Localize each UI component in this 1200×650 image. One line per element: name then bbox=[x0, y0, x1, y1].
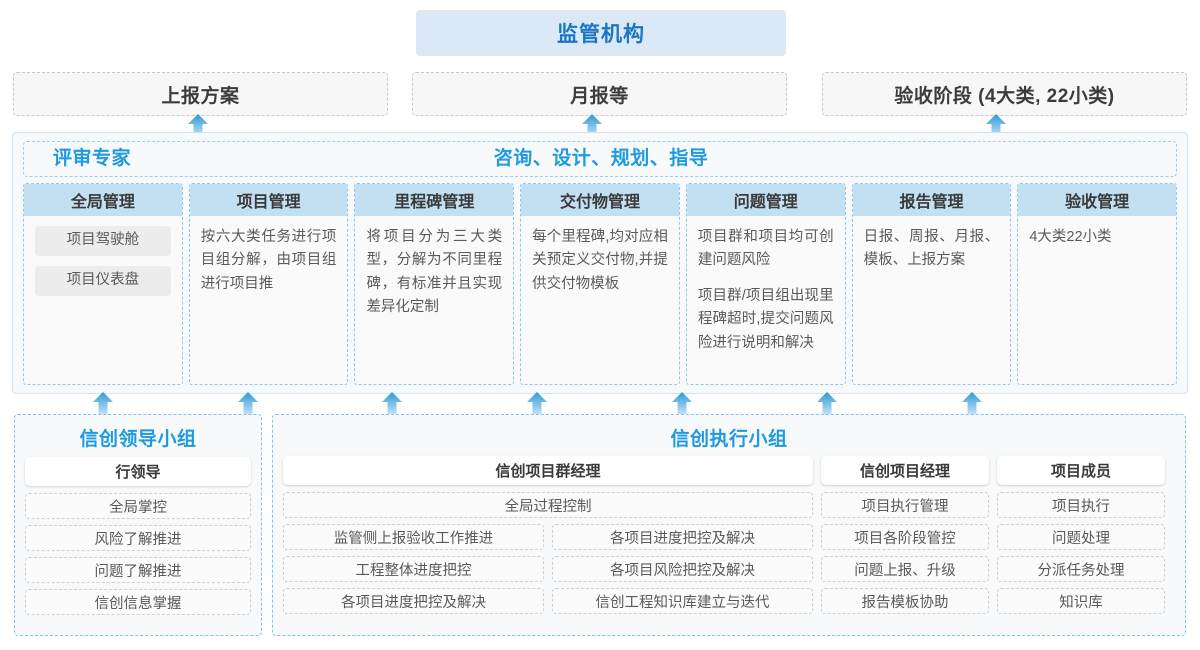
leader-group-title: 信创领导小组 bbox=[79, 429, 197, 450]
module-title-issue: 问题管理 bbox=[686, 184, 845, 216]
role-item-pgm-left-2[interactable]: 各项目进度把控及解决 bbox=[283, 588, 544, 614]
module-title-project: 项目管理 bbox=[189, 184, 348, 216]
role-item-leader-2[interactable]: 问题了解推进 bbox=[25, 557, 251, 583]
arrow-up-icon-plan bbox=[188, 114, 208, 138]
module-card-report[interactable]: 报告管理 日报、周报、月报、模板、上报方案 bbox=[851, 183, 1012, 385]
module-title-acceptance: 验收管理 bbox=[1018, 184, 1177, 216]
arrow-up-icon-team-4 bbox=[527, 392, 547, 416]
exec-group-box: 信创执行小组 信创项目群经理 全局过程控制 监管侧上报验收工作推进 工程整体进度… bbox=[272, 414, 1186, 636]
consultancy-title: 咨询、设计、规划、指导 bbox=[493, 148, 709, 169]
module-text-milestone-0: 将项目分为三大类型，分解为不同里程碑，有标准并且实现差异化定制 bbox=[366, 229, 503, 316]
module-text-report-0: 日报、周报、月报、模板、上报方案 bbox=[863, 229, 1000, 269]
role-item-pgm-right-1[interactable]: 各项目风险把控及解决 bbox=[552, 556, 813, 582]
report-box-plan-label: 上报方案 bbox=[161, 85, 240, 107]
arrow-up-icon-team-3 bbox=[382, 392, 402, 416]
consultancy-header bbox=[23, 141, 1177, 177]
arrow-up-icon-acceptance bbox=[986, 114, 1006, 138]
role-col-bank-leader: 行领导 全局掌控 风险了解推进 问题了解推进 信创信息掌握 bbox=[25, 457, 251, 615]
role-item-pm-1[interactable]: 项目各阶段管控 bbox=[821, 524, 989, 550]
role-item-leader-3[interactable]: 信创信息掌握 bbox=[25, 589, 251, 615]
role-col-program-manager: 信创项目群经理 全局过程控制 监管侧上报验收工作推进 工程整体进度把控 各项目进… bbox=[283, 456, 813, 614]
module-title-global: 全局管理 bbox=[24, 184, 182, 216]
module-body-report: 日报、周报、月报、模板、上报方案 bbox=[853, 216, 1011, 384]
role-item-pgm-left-1[interactable]: 工程整体进度把控 bbox=[283, 556, 544, 582]
role-item-pgm-left-0[interactable]: 监管侧上报验收工作推进 bbox=[283, 524, 544, 550]
module-body-milestone: 将项目分为三大类型，分解为不同里程碑，有标准并且实现差异化定制 bbox=[355, 216, 513, 384]
module-body-deliverable: 每个里程碑,均对应相关预定义交付物,并提供交付物模板 bbox=[521, 216, 679, 384]
pgm-subcol-left: 监管侧上报验收工作推进 工程整体进度把控 各项目进度把控及解决 bbox=[283, 524, 544, 614]
module-columns: 全局管理 项目驾驶舱 项目仪表盘 项目管理 按六大类任务进行项目组分解，由项目组… bbox=[23, 183, 1178, 385]
regulator-label: 监管机构 bbox=[557, 23, 645, 46]
role-item-member-2[interactable]: 分派任务处理 bbox=[997, 556, 1165, 582]
module-text-issue-0: 项目群和项目均可创建问题风险 bbox=[697, 229, 834, 269]
report-box-monthly: 月报等 bbox=[412, 72, 787, 116]
module-card-deliverable[interactable]: 交付物管理 每个里程碑,均对应相关预定义交付物,并提供交付物模板 bbox=[520, 183, 680, 385]
arrow-up-icon-team-6 bbox=[817, 392, 837, 416]
review-expert-label: 评审专家 bbox=[53, 148, 132, 169]
module-card-acceptance[interactable]: 验收管理 4大类22小类 bbox=[1017, 183, 1178, 385]
arrow-up-icon-team-2 bbox=[238, 392, 258, 416]
role-item-pgm-right-2[interactable]: 信创工程知识库建立与迭代 bbox=[552, 588, 813, 614]
report-row: 上报方案 月报等 验收阶段 (4大类, 22小类) bbox=[0, 72, 1200, 116]
role-item-member-3[interactable]: 知识库 bbox=[997, 588, 1165, 614]
role-item-member-1[interactable]: 问题处理 bbox=[997, 524, 1165, 550]
consultancy-band: 评审专家 咨询、设计、规划、指导 全局管理 项目驾驶舱 项目仪表盘 项目管理 按… bbox=[12, 132, 1188, 394]
module-text-issue-1: 项目群/项目组出现里程碑超时,提交问题风险进行说明和解决 bbox=[697, 287, 834, 351]
role-head-bank-leader[interactable]: 行领导 bbox=[25, 457, 251, 486]
role-head-project-member[interactable]: 项目成员 bbox=[997, 456, 1165, 485]
module-pill-cockpit[interactable]: 项目驾驶舱 bbox=[35, 226, 171, 256]
module-body-acceptance: 4大类22小类 bbox=[1018, 216, 1176, 384]
module-title-milestone: 里程碑管理 bbox=[355, 184, 514, 216]
pgm-subcol-right: 各项目进度把控及解决 各项目风险把控及解决 信创工程知识库建立与迭代 bbox=[552, 524, 813, 614]
report-box-acceptance-label: 验收阶段 (4大类, 22小类) bbox=[894, 85, 1115, 107]
module-pill-dashboard[interactable]: 项目仪表盘 bbox=[35, 266, 171, 296]
exec-role-grid: 信创项目群经理 全局过程控制 监管侧上报验收工作推进 工程整体进度把控 各项目进… bbox=[273, 451, 1185, 614]
exec-group-title: 信创执行小组 bbox=[670, 429, 788, 450]
module-card-project[interactable]: 项目管理 按六大类任务进行项目组分解，由项目组进行项目推 bbox=[188, 183, 349, 385]
module-title-report: 报告管理 bbox=[852, 184, 1011, 216]
program-manager-subcolumns: 监管侧上报验收工作推进 工程整体进度把控 各项目进度把控及解决 各项目进度把控及… bbox=[283, 524, 813, 614]
arrow-up-icon-team-1 bbox=[93, 392, 113, 416]
role-item-leader-0[interactable]: 全局掌控 bbox=[25, 493, 251, 519]
arrow-up-icon-team-5 bbox=[672, 392, 692, 416]
module-body-global: 项目驾驶舱 项目仪表盘 bbox=[24, 216, 182, 384]
module-card-global[interactable]: 全局管理 项目驾驶舱 项目仪表盘 bbox=[23, 183, 183, 385]
role-item-leader-1[interactable]: 风险了解推进 bbox=[25, 525, 251, 551]
module-text-acceptance-0: 4大类22小类 bbox=[1029, 229, 1112, 245]
module-card-milestone[interactable]: 里程碑管理 将项目分为三大类型，分解为不同里程碑，有标准并且实现差异化定制 bbox=[354, 183, 515, 385]
role-col-project-manager: 信创项目经理 项目执行管理 项目各阶段管控 问题上报、升级 报告模板协助 bbox=[821, 456, 989, 614]
module-body-issue: 项目群和项目均可创建问题风险 项目群/项目组出现里程碑超时,提交问题风险进行说明… bbox=[687, 216, 845, 384]
report-box-monthly-label: 月报等 bbox=[570, 85, 629, 107]
role-item-member-0[interactable]: 项目执行 bbox=[997, 492, 1165, 518]
module-body-project: 按六大类任务进行项目组分解，由项目组进行项目推 bbox=[190, 216, 348, 384]
report-box-acceptance: 验收阶段 (4大类, 22小类) bbox=[822, 72, 1187, 116]
leader-group-box: 信创领导小组 行领导 全局掌控 风险了解推进 问题了解推进 信创信息掌握 bbox=[14, 414, 262, 636]
role-item-pgm-right-0[interactable]: 各项目进度把控及解决 bbox=[552, 524, 813, 550]
role-item-pm-3[interactable]: 报告模板协助 bbox=[821, 588, 989, 614]
regulator-box: 监管机构 bbox=[416, 10, 786, 56]
arrow-up-icon-team-7 bbox=[962, 392, 982, 416]
leader-role-grid: 行领导 全局掌控 风险了解推进 问题了解推进 信创信息掌握 bbox=[15, 451, 261, 615]
report-box-plan: 上报方案 bbox=[13, 72, 388, 116]
role-item-pm-2[interactable]: 问题上报、升级 bbox=[821, 556, 989, 582]
module-text-project-0: 按六大类任务进行项目组分解，由项目组进行项目推 bbox=[200, 229, 337, 292]
role-item-pgm-full[interactable]: 全局过程控制 bbox=[283, 492, 813, 518]
module-card-issue[interactable]: 问题管理 项目群和项目均可创建问题风险 项目群/项目组出现里程碑超时,提交问题风… bbox=[685, 183, 846, 385]
role-item-pm-0[interactable]: 项目执行管理 bbox=[821, 492, 989, 518]
arrow-up-icon-monthly bbox=[582, 114, 602, 138]
role-col-project-member: 项目成员 项目执行 问题处理 分派任务处理 知识库 bbox=[997, 456, 1165, 614]
module-text-deliverable-0: 每个里程碑,均对应相关预定义交付物,并提供交付物模板 bbox=[532, 229, 668, 292]
role-head-program-manager[interactable]: 信创项目群经理 bbox=[283, 456, 813, 485]
module-title-deliverable: 交付物管理 bbox=[521, 184, 679, 216]
role-head-project-manager[interactable]: 信创项目经理 bbox=[821, 456, 989, 485]
